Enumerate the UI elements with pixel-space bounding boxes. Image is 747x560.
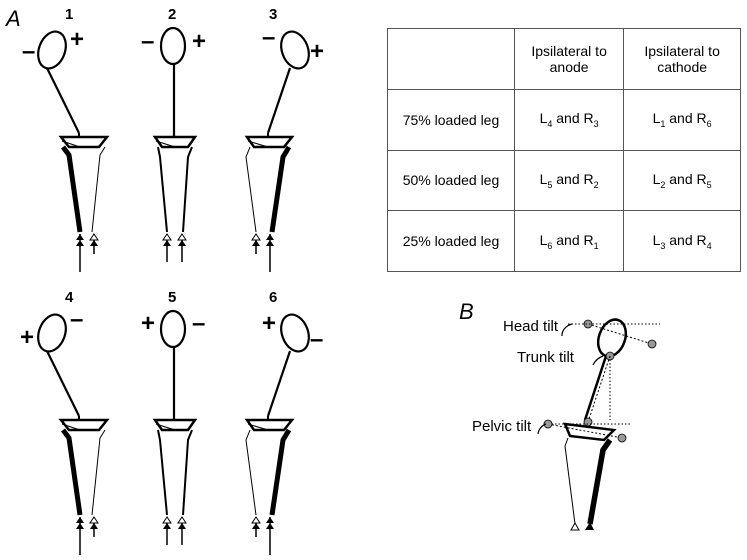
cathode-cell: L3 and R4 xyxy=(623,210,741,272)
stick-figure-6 xyxy=(244,313,310,555)
condition-table: Ipsilateral to anode Ipsilateral to cath… xyxy=(387,28,741,272)
figure-number-6: 6 xyxy=(269,289,278,306)
row-label: 25% loaded leg xyxy=(387,210,515,272)
anode-cell: L6 and R1 xyxy=(513,210,625,272)
panel-b-letter: B xyxy=(459,299,474,324)
figure-1-left-sign: – xyxy=(22,38,36,65)
stick-figure-4 xyxy=(37,313,110,555)
figure-2-right-sign: + xyxy=(192,28,207,55)
anode-cell: L4 and R3 xyxy=(513,89,625,151)
stick-figure-2 xyxy=(152,26,198,262)
figure-4-right-sign: – xyxy=(70,306,84,333)
stick-figure-3 xyxy=(244,30,310,272)
row-label: 50% loaded leg xyxy=(387,149,515,212)
stick-figure-1 xyxy=(37,30,110,272)
figure-number-2: 2 xyxy=(168,6,177,23)
figure-number-3: 3 xyxy=(269,6,278,23)
table-corner-cell xyxy=(387,28,515,90)
table-row: 75% loaded leg L4 and R3 L1 and R6 xyxy=(387,89,741,151)
header-ipsilateral-anode: Ipsilateral to anode xyxy=(513,28,625,90)
row-label: 75% loaded leg xyxy=(387,89,515,151)
figure-number-4: 4 xyxy=(65,289,74,306)
figure-5-left-sign: + xyxy=(141,310,156,337)
figure-number-5: 5 xyxy=(168,289,177,306)
figure-3-left-sign: – xyxy=(262,24,276,51)
tilt-measurement-figure xyxy=(537,318,660,531)
header-ipsilateral-cathode: Ipsilateral to cathode xyxy=(623,28,741,90)
figure-2-left-sign: – xyxy=(141,28,155,55)
trunk-tilt-label: Trunk tilt xyxy=(517,349,574,366)
table-row: 50% loaded leg L5 and R2 L2 and R5 xyxy=(387,149,741,212)
table-row: 25% loaded leg L6 and R1 L3 and R4 xyxy=(387,210,741,272)
figure-4-left-sign: + xyxy=(20,324,35,351)
figure-6-left-sign: + xyxy=(262,310,277,337)
figure-5-right-sign: – xyxy=(192,310,206,337)
figure-6-right-sign: – xyxy=(310,326,324,353)
figure-1-right-sign: + xyxy=(70,26,85,53)
table-header-row: Ipsilateral to anode Ipsilateral to cath… xyxy=(387,28,741,90)
panel-a-letter: A xyxy=(6,6,21,31)
cathode-cell: L1 and R6 xyxy=(623,89,741,151)
stick-figure-5 xyxy=(152,309,198,545)
figure-number-1: 1 xyxy=(65,6,74,23)
head-tilt-label: Head tilt xyxy=(503,318,559,335)
figure-3-right-sign: + xyxy=(310,38,325,65)
anode-cell: L5 and R2 xyxy=(513,149,625,212)
cathode-cell: L2 and R5 xyxy=(623,149,741,212)
pelvic-tilt-label: Pelvic tilt xyxy=(472,418,532,435)
